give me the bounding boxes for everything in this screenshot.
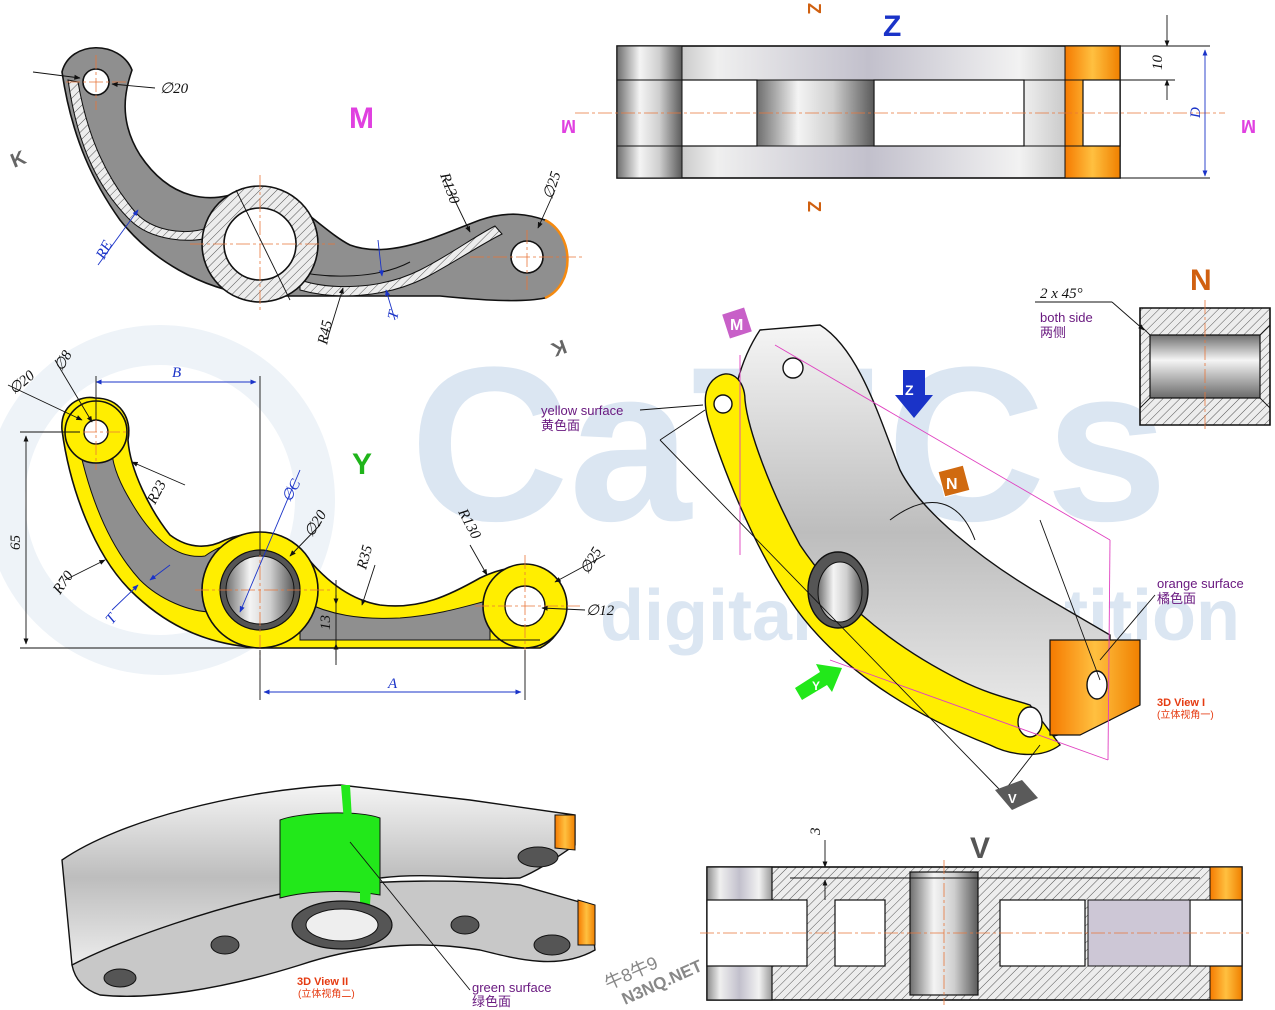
note-orange-surface: orange surface	[1157, 576, 1244, 591]
dim-y-r35: R35	[354, 543, 376, 572]
view-3d-1: yellow surface 黄色面 orange surface 橘色面 3D…	[541, 306, 1244, 810]
view-n-detail: 2 x 45° both side 两侧 N	[1035, 264, 1271, 432]
dim-m-d25: ∅25	[541, 169, 565, 201]
marker-v-badge: V	[995, 780, 1038, 810]
view-label-n: N	[1190, 264, 1212, 297]
note-yellow-surface: yellow surface	[541, 403, 623, 418]
view-label-y: Y	[352, 448, 372, 481]
svg-text:V: V	[1008, 791, 1017, 806]
dim-m-re: RE	[93, 238, 116, 263]
caption-3d-view-1-cn: (立体视角一)	[1157, 708, 1214, 721]
view-y-front: 65 B A ∅20 ∅8 R23 ∅C ∅20 R130 R35 ∅25 ∅1…	[6, 348, 615, 700]
view-m-section: ∅20 ∅25 R130 RE R45 T M K K	[8, 47, 585, 360]
dim-y-13: 13	[318, 615, 334, 630]
section-mark-k-left: K	[8, 147, 30, 173]
note-both-side-cn: 两侧	[1040, 325, 1066, 340]
view-label-v: V	[970, 832, 990, 865]
note-green-surface: green surface	[472, 980, 552, 995]
dim-y-b: B	[172, 365, 181, 381]
note-green-surface-cn: 绿色面	[472, 994, 511, 1009]
marker-n-badge: N	[937, 464, 971, 498]
caption-3d-view-2: 3D View II	[297, 976, 348, 988]
dim-n-chamfer: 2 x 45°	[1040, 286, 1083, 302]
dim-v-3: 3	[808, 828, 824, 837]
svg-text:N: N	[946, 476, 958, 493]
dim-m-t: T	[385, 308, 403, 321]
svg-text:Y: Y	[812, 679, 820, 693]
section-mark-m-right: M	[1241, 116, 1256, 136]
dim-m-r130: R130	[436, 170, 462, 207]
caption-3d-view-1: 3D View I	[1157, 697, 1205, 709]
note-yellow-surface-cn: 黄色面	[541, 418, 580, 433]
svg-text:Z: Z	[905, 382, 914, 398]
view-3d-2: green surface 绿色面 3D View II (立体视角二)	[61, 784, 596, 1009]
marker-m-badge: M	[720, 306, 754, 340]
note-orange-surface-cn: 橘色面	[1157, 591, 1196, 606]
dim-z-d: D	[1188, 107, 1204, 119]
dim-m-r45: R45	[315, 318, 336, 346]
note-both-side: both side	[1040, 310, 1093, 325]
caption-3d-view-2-cn: (立体视角二)	[298, 987, 355, 1000]
view-label-z: Z	[883, 10, 901, 43]
marker-z-arrow: Z	[895, 370, 933, 418]
dim-y-a: A	[387, 676, 398, 692]
view-label-m: M	[349, 102, 374, 135]
section-mark-z-bottom: Z	[804, 201, 824, 212]
view-v-section: 3 V	[700, 828, 1250, 1005]
dim-y-65: 65	[8, 535, 24, 551]
dim-y-d12: ∅12	[586, 603, 615, 619]
marker-y-arrow: Y	[795, 664, 842, 700]
dim-m-d20: ∅20	[160, 81, 189, 97]
section-mark-m-left: M	[561, 116, 576, 136]
section-mark-z-top: Z	[804, 3, 824, 14]
view-z-top: 10 D Z Z Z M M	[561, 3, 1256, 212]
svg-text:M: M	[730, 317, 743, 334]
dim-z-10: 10	[1150, 55, 1166, 71]
